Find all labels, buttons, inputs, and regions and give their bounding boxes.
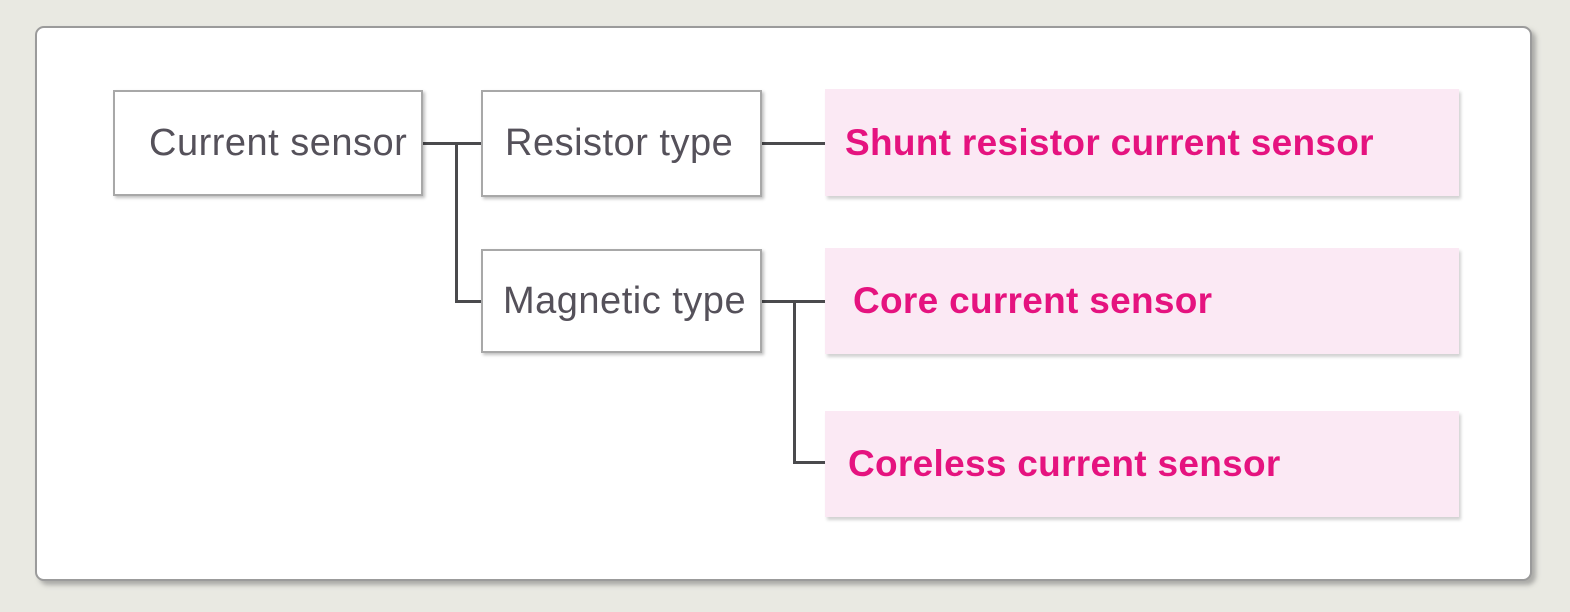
node-shunt-resistor-current-sensor: Shunt resistor current sensor — [825, 89, 1459, 196]
node-core-current-sensor: Core current sensor — [825, 248, 1459, 354]
connector-current-to-branch — [423, 142, 481, 145]
connector-magnetic-vertical — [793, 300, 796, 464]
node-magnetic-type-label: Magnetic type — [503, 279, 747, 322]
node-resistor-type: Resistor type — [481, 90, 762, 197]
connector-branch-vertical — [455, 142, 458, 303]
connector-magnetic-to-coreless — [793, 461, 825, 464]
node-coreless-current-sensor: Coreless current sensor — [825, 411, 1459, 517]
node-current-sensor-label: Current sensor — [149, 121, 408, 164]
node-resistor-type-label: Resistor type — [505, 122, 734, 164]
node-magnetic-type: Magnetic type — [481, 249, 762, 353]
node-current-sensor: Current sensor — [113, 90, 423, 196]
node-shunt-resistor-current-sensor-label: Shunt resistor current sensor — [845, 121, 1374, 163]
node-core-current-sensor-label: Core current sensor — [853, 280, 1213, 321]
connector-resistor-to-shunt — [762, 142, 825, 145]
node-coreless-current-sensor-label: Coreless current sensor — [848, 443, 1281, 484]
connector-branch-to-magnetic — [455, 300, 481, 303]
